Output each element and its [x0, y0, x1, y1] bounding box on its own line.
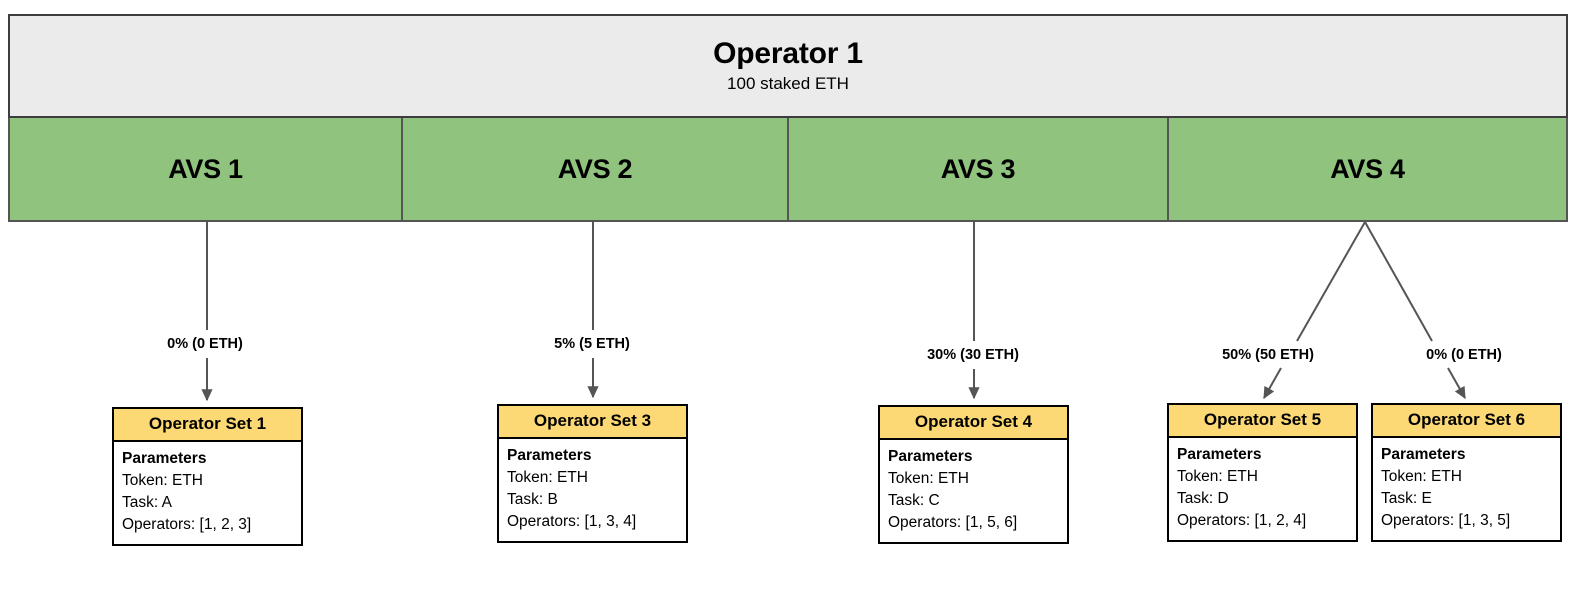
parameter-operators-5: Operators: [1, 2, 4]	[1177, 511, 1307, 529]
edge-label-avs3-opset4: 30% (30 ETH)	[925, 347, 1021, 365]
avs-label-3: AVS 3	[940, 153, 1016, 184]
parameter-task-6: Task: E	[1381, 489, 1432, 507]
edge-avs4-opset5-upper	[1296, 221, 1366, 342]
parameter-task-4: Task: C	[888, 491, 940, 509]
avs-label-4: AVS 4	[1330, 153, 1405, 184]
operator-set-title-1: Operator Set 1	[114, 409, 301, 442]
edge-avs4-opset6-lower	[1447, 367, 1466, 400]
parameters-title-1: Parameters	[122, 449, 207, 467]
operator-set-title-4: Operator Set 4	[880, 407, 1067, 440]
edge-avs4-opset5-lower	[1263, 367, 1282, 400]
parameters-title-6: Parameters	[1381, 445, 1466, 463]
edge-avs4-opset6-upper	[1364, 221, 1433, 342]
operator-set-title-5: Operator Set 5	[1169, 405, 1356, 438]
operator-set-title-3: Operator Set 3	[499, 406, 686, 439]
parameter-token-4: Token: ETH	[888, 469, 969, 487]
operator-set-title-6: Operator Set 6	[1373, 405, 1560, 438]
parameter-task-5: Task: D	[1177, 489, 1229, 507]
operator-set-box-6[interactable]: Operator Set 6 Parameters Token: ETH Tas…	[1371, 403, 1562, 542]
operator-set-body-6: Parameters Token: ETH Task: E Operators:…	[1373, 438, 1560, 539]
operator-set-body-5: Parameters Token: ETH Task: D Operators:…	[1169, 438, 1356, 539]
avs-cell-2[interactable]: AVS 2	[403, 118, 789, 220]
parameter-operators-4: Operators: [1, 5, 6]	[888, 513, 1018, 531]
edge-label-avs1-opset1: 0% (0 ETH)	[165, 336, 245, 354]
parameter-operators-1: Operators: [1, 2, 3]	[122, 515, 252, 533]
parameter-token-5: Token: ETH	[1177, 467, 1258, 485]
operator-set-body-4: Parameters Token: ETH Task: C Operators:…	[880, 440, 1067, 541]
operator-set-box-4[interactable]: Operator Set 4 Parameters Token: ETH Tas…	[878, 405, 1069, 544]
parameter-task-3: Task: B	[507, 490, 558, 508]
operator-stake: 100 staked ETH	[727, 74, 849, 94]
avs-cell-1[interactable]: AVS 1	[10, 118, 403, 220]
parameter-token-1: Token: ETH	[122, 471, 203, 489]
parameter-operators-6: Operators: [1, 3, 5]	[1381, 511, 1511, 529]
parameters-title-3: Parameters	[507, 446, 592, 464]
edge-label-avs2-opset3: 5% (5 ETH)	[552, 336, 632, 354]
operator-header-bar: Operator 1 100 staked ETH	[8, 14, 1568, 118]
parameter-task-1: Task: A	[122, 493, 172, 511]
operator-set-body-3: Parameters Token: ETH Task: B Operators:…	[499, 439, 686, 540]
avs-label-1: AVS 1	[168, 153, 243, 184]
operator-set-box-3[interactable]: Operator Set 3 Parameters Token: ETH Tas…	[497, 404, 688, 543]
operator-set-body-1: Parameters Token: ETH Task: A Operators:…	[114, 442, 301, 543]
edge-label-avs4-opset5: 50% (50 ETH)	[1220, 347, 1316, 365]
parameters-title-4: Parameters	[888, 447, 973, 465]
parameters-title-5: Parameters	[1177, 445, 1262, 463]
operator-set-box-5[interactable]: Operator Set 5 Parameters Token: ETH Tas…	[1167, 403, 1358, 542]
edge-label-avs4-opset6: 0% (0 ETH)	[1424, 347, 1504, 365]
avs-label-2: AVS 2	[557, 153, 633, 184]
avs-cell-3[interactable]: AVS 3	[789, 118, 1169, 220]
parameter-operators-3: Operators: [1, 3, 4]	[507, 512, 637, 530]
parameter-token-6: Token: ETH	[1381, 467, 1462, 485]
avs-cell-4[interactable]: AVS 4	[1169, 118, 1566, 220]
parameter-token-3: Token: ETH	[507, 468, 588, 486]
operator-name: Operator 1	[713, 36, 863, 70]
operator-set-box-1[interactable]: Operator Set 1 Parameters Token: ETH Tas…	[112, 407, 303, 546]
avs-row: AVS 1 AVS 2 AVS 3 AVS 4	[8, 118, 1568, 222]
